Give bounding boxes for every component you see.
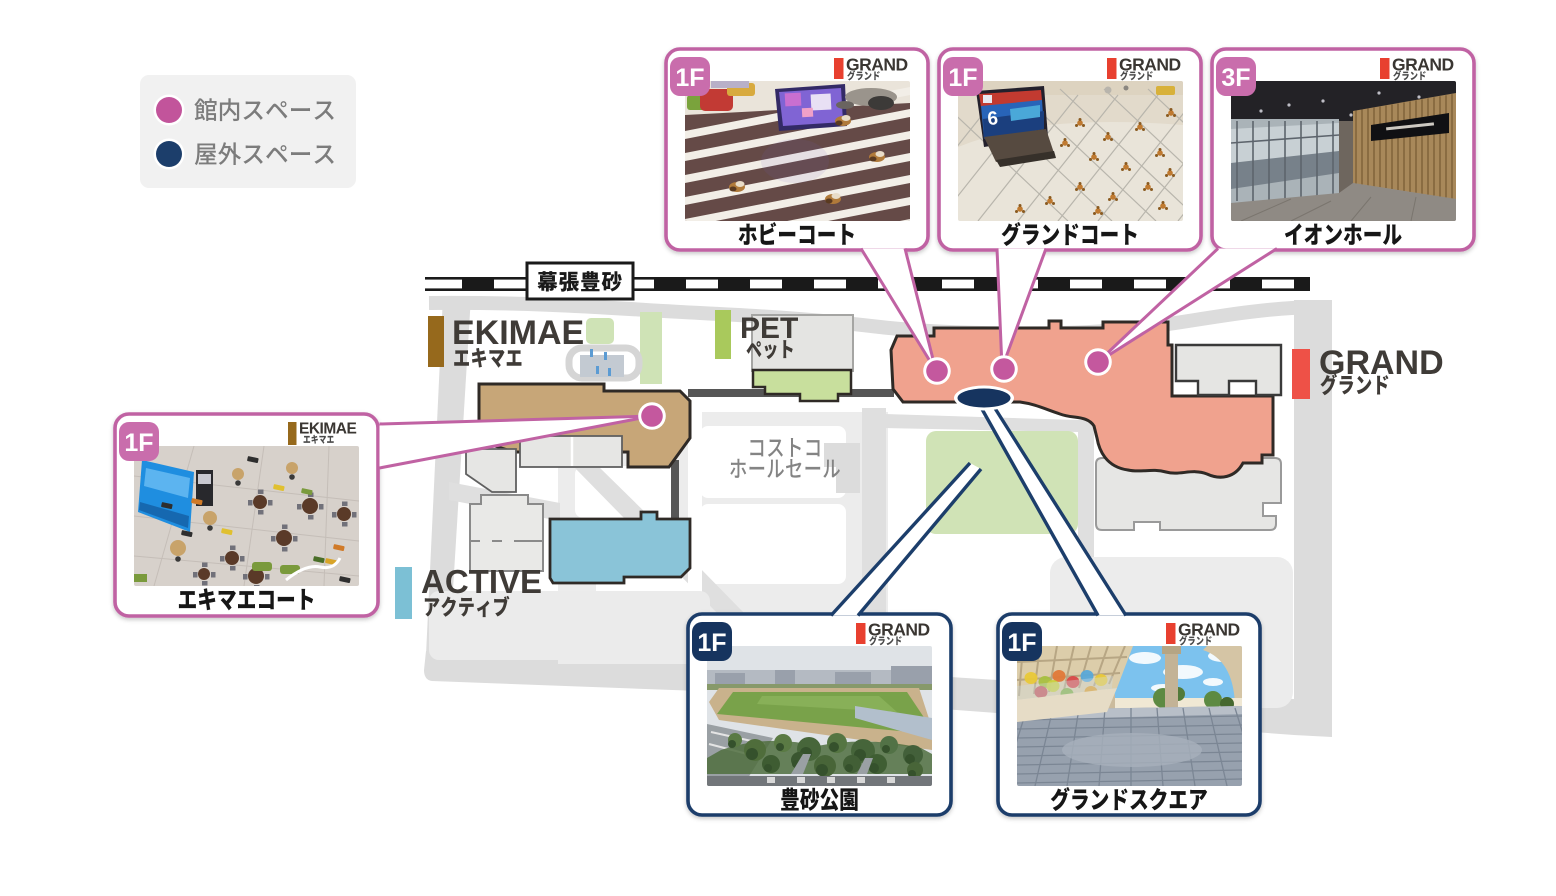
svg-text:6: 6: [987, 108, 999, 130]
svg-text:PET: PET: [740, 312, 798, 345]
svg-text:1F: 1F: [675, 64, 704, 92]
svg-text:GRAND: GRAND: [1178, 620, 1240, 640]
svg-text:1F: 1F: [948, 64, 977, 92]
svg-text:1F: 1F: [124, 429, 153, 457]
svg-text:1F: 1F: [697, 629, 726, 657]
svg-text:GRAND: GRAND: [1119, 55, 1181, 75]
svg-text:GRAND: GRAND: [868, 620, 930, 640]
svg-text:ACTIVE: ACTIVE: [421, 563, 542, 600]
svg-text:3F: 3F: [1221, 64, 1250, 92]
svg-text:EKIMAE: EKIMAE: [299, 421, 356, 438]
svg-text:GRAND: GRAND: [846, 55, 908, 75]
svg-text:EKIMAE: EKIMAE: [452, 314, 584, 352]
svg-text:1F: 1F: [1007, 629, 1036, 657]
svg-text:GRAND: GRAND: [1392, 55, 1454, 75]
svg-text:GRAND: GRAND: [1319, 344, 1444, 382]
